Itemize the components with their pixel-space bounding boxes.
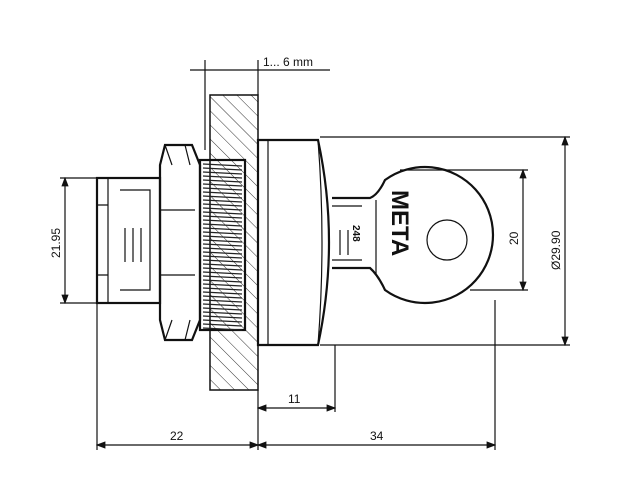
thread-line <box>202 299 243 303</box>
thread-line <box>202 251 243 255</box>
thread-line <box>202 287 243 291</box>
thread-line <box>202 279 243 283</box>
thread-line <box>202 195 243 199</box>
thread-line <box>202 275 243 279</box>
thread-line <box>202 223 243 227</box>
mounting-nut <box>158 143 202 342</box>
key-number: 248 <box>350 225 361 242</box>
thread-line <box>202 247 243 251</box>
dim-key-height: 20 <box>507 231 521 245</box>
thread-line <box>202 255 243 259</box>
thread-line <box>202 203 243 207</box>
dim-knob-depth: 11 <box>288 392 301 406</box>
key: META 248 <box>332 165 495 305</box>
thread-line <box>202 259 243 263</box>
thread-line <box>202 235 243 239</box>
thread-line <box>202 283 243 287</box>
thread-line <box>202 167 243 171</box>
thread-line <box>202 171 243 175</box>
thread-line <box>202 207 243 211</box>
dim-front-length: 34 <box>370 429 384 443</box>
thread-line <box>202 231 243 235</box>
dim-knob-diameter: Ø29.90 <box>549 230 563 270</box>
dim-rear-height: 21.95 <box>49 228 63 258</box>
thread-line <box>202 163 243 167</box>
thread-line <box>202 291 243 295</box>
thread-line <box>202 175 243 179</box>
thread-line <box>202 211 243 215</box>
threaded-body <box>198 158 247 332</box>
thread-line <box>202 267 243 271</box>
rear-connector <box>95 176 162 305</box>
thread-line <box>202 215 243 219</box>
thread-line <box>202 227 243 231</box>
thread-line <box>202 239 243 243</box>
dimension-lines <box>61 69 569 449</box>
mounting-panel <box>209 94 259 391</box>
thread-line <box>202 191 243 195</box>
dim-rear-length: 22 <box>170 429 184 443</box>
thread-line <box>202 183 243 187</box>
thread-line <box>202 303 243 307</box>
thread-line <box>202 263 243 267</box>
thread-line <box>202 219 243 223</box>
key-brand: META <box>386 190 413 256</box>
thread-line <box>202 319 243 323</box>
dim-panel-thickness: 1... 6 mm <box>263 55 313 69</box>
thread-line <box>202 311 243 315</box>
thread-line <box>202 199 243 203</box>
thread-line <box>202 307 243 311</box>
thread-line <box>202 243 243 247</box>
thread-line <box>202 315 243 319</box>
thread-line <box>202 295 243 299</box>
thread-line <box>202 271 243 275</box>
switch-knob <box>256 138 331 347</box>
thread-line <box>202 187 243 191</box>
thread-line <box>202 179 243 183</box>
thread-line <box>202 323 243 327</box>
thread-line <box>202 327 243 331</box>
